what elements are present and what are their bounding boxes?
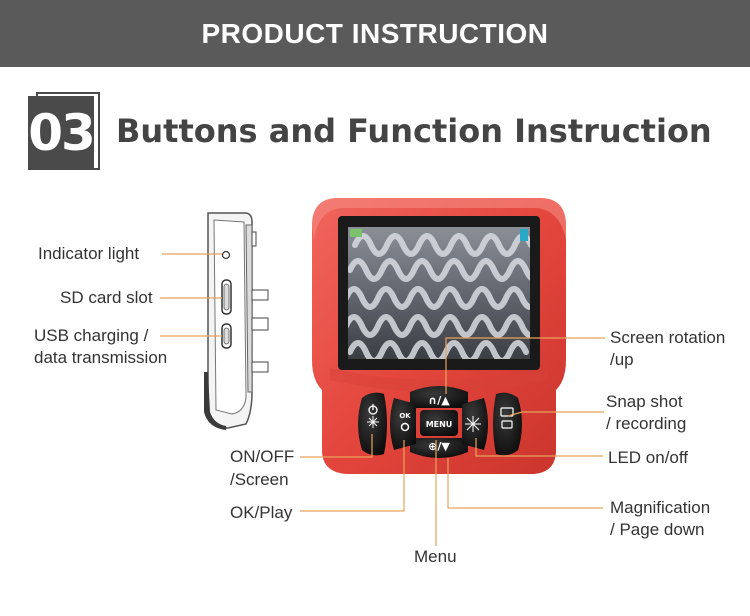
label-onoff-line2: /Screen <box>230 470 289 489</box>
header-banner <box>0 0 750 67</box>
section-title: Buttons and Function Instruction <box>116 112 712 150</box>
ok-button[interactable]: OK <box>399 412 411 420</box>
zoom-button[interactable]: ⊕/▼ <box>428 440 450 453</box>
video-icon <box>501 420 513 429</box>
label-indicator-light: Indicator light <box>38 244 140 263</box>
label-okplay: OK/Play <box>230 503 293 522</box>
section-number-box <box>28 96 94 170</box>
label-magnification-line1: Magnification <box>610 498 711 517</box>
header-title: PRODUCT INSTRUCTION <box>201 18 549 49</box>
led-icon <box>465 416 481 432</box>
device-side-view <box>204 212 269 430</box>
label-usb-line2: data transmission <box>34 348 168 367</box>
camera-icon <box>500 407 514 417</box>
menu-button[interactable]: MENU <box>426 420 453 429</box>
label-magnification-line2: / Page down <box>610 520 705 539</box>
front-buttons: ∩/▲ MENU ⊕/▼ OK <box>358 386 522 458</box>
label-screen-rotation-line2: /up <box>610 350 634 369</box>
label-menu: Menu <box>414 547 457 566</box>
section-number: 03 <box>28 104 96 162</box>
label-snap-line2: / recording <box>606 414 687 433</box>
rotate-button[interactable]: ∩/▲ <box>428 394 450 407</box>
label-led: LED on/off <box>608 448 689 467</box>
label-screen-rotation-line1: Screen rotation <box>610 328 726 347</box>
label-sd-card-slot: SD card slot <box>60 288 153 307</box>
label-usb-line1: USB charging / <box>34 326 149 345</box>
label-snap-line1: Snap shot <box>606 392 683 411</box>
callout-lines <box>160 253 605 546</box>
label-onoff-line1: ON/OFF <box>230 447 295 466</box>
brightness-icon <box>367 416 379 428</box>
